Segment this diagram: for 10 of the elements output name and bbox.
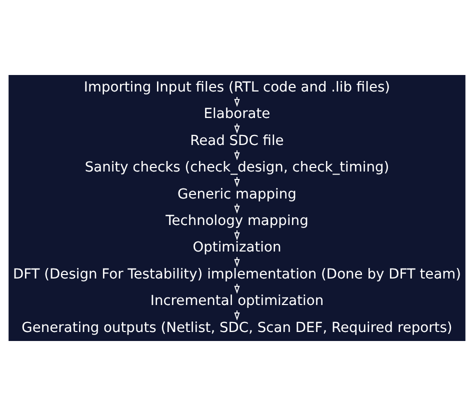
node-text: DFT (Design For Testability) implementation (Done by DFT team) [12,266,462,282]
node-text: Read SDC file [190,132,284,149]
node-text: Generic mapping [178,186,296,202]
node-text: Generating outputs (Netlist, SDC, Scan DEF, Required reports) [22,320,452,336]
node-text: Importing Input files (RTL code and .lib files) [84,80,390,96]
node-text: Incremental optimization [150,293,324,310]
node-text: Technology mapping [166,213,308,230]
node-text: Sanity checks (check_design, check_timing) [84,160,390,176]
node-text: Elaborate [204,106,270,122]
node-text: Optimization [192,240,282,256]
